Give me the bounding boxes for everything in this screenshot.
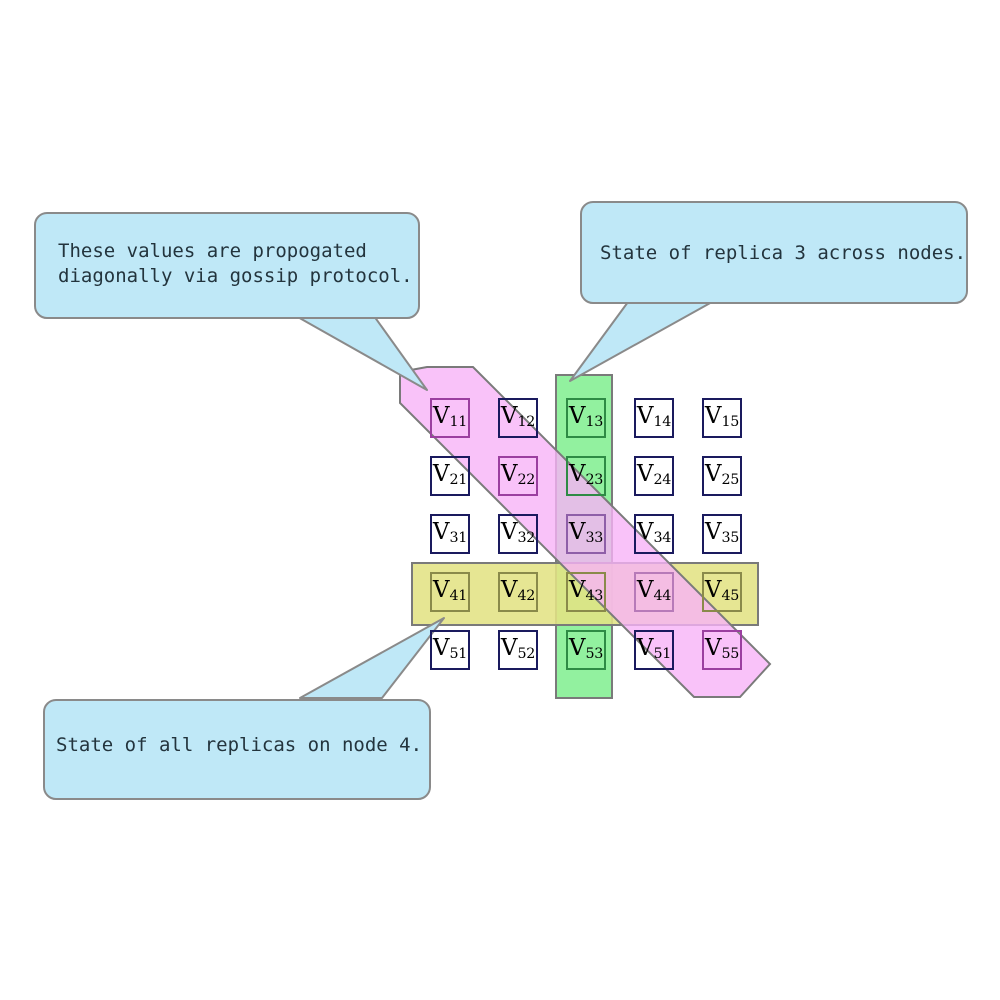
grid-cell-subscript: 11: [449, 413, 468, 430]
replica-callout[interactable]: [580, 201, 968, 304]
grid-cell-subscript: 44: [653, 587, 672, 604]
grid-cell-v35[interactable]: V35: [702, 514, 742, 554]
grid-cell-v52[interactable]: V52: [498, 630, 538, 670]
grid-cell-subscript: 35: [721, 529, 740, 546]
grid-cell-subscript: 55: [721, 645, 740, 662]
grid-cell-subscript: 53: [585, 645, 604, 662]
grid-cell-v21[interactable]: V21: [430, 456, 470, 496]
grid-cell-subscript: 23: [585, 471, 604, 488]
replica-callout-tail: [569, 301, 713, 382]
grid-cell-v44[interactable]: V44: [634, 572, 674, 612]
grid-cell-v31[interactable]: V31: [430, 514, 470, 554]
grid-cell-v12[interactable]: V12: [498, 398, 538, 438]
grid-cell-v51[interactable]: V51: [430, 630, 470, 670]
grid-cell-v45[interactable]: V45: [702, 572, 742, 612]
grid-cell-label: V41: [432, 576, 468, 604]
grid-cell-v25[interactable]: V25: [702, 456, 742, 496]
grid-cell-label: V22: [500, 460, 536, 488]
grid-cell-v55[interactable]: V55: [702, 630, 742, 670]
grid-cell-label: V12: [500, 402, 536, 430]
grid-cell-label: V55: [704, 634, 740, 662]
grid-cell-label: V15: [704, 402, 740, 430]
grid-cell-subscript: 31: [449, 529, 468, 546]
grid-cell-label: V51: [432, 634, 468, 662]
grid-cell-label: V14: [636, 402, 672, 430]
node-callout[interactable]: [43, 699, 431, 800]
node-callout-tail: [299, 617, 445, 699]
grid-cell-label: V35: [704, 518, 740, 546]
grid-cell-subscript: 12: [517, 413, 536, 430]
grid-cell-label: V13: [568, 402, 604, 430]
grid-cell-v41[interactable]: V41: [430, 572, 470, 612]
gossip-callout-tail: [295, 315, 428, 391]
grid-cell-label: V24: [636, 460, 672, 488]
grid-cell-v22[interactable]: V22: [498, 456, 538, 496]
grid-cell-subscript: 21: [449, 471, 468, 488]
callout-layer: [34, 201, 968, 800]
grid-cell-v14[interactable]: V14: [634, 398, 674, 438]
grid-cell-subscript: 13: [585, 413, 604, 430]
grid-cell-subscript: 43: [585, 587, 604, 604]
grid-cell-subscript: 25: [721, 471, 740, 488]
grid-cell-subscript: 51: [449, 645, 468, 662]
grid-cell-v13[interactable]: V13: [566, 398, 606, 438]
grid-cell-label: V52: [500, 634, 536, 662]
gossip-diagonal-band[interactable]: [399, 366, 772, 698]
grid-cell-label: V34: [636, 518, 672, 546]
grid-cell-v23[interactable]: V23: [566, 456, 606, 496]
grid-cell-subscript: 45: [721, 587, 740, 604]
grid-cell-v43[interactable]: V43: [566, 572, 606, 612]
grid-cell-v53[interactable]: V53: [566, 630, 606, 670]
grid-cell-label: V53: [568, 634, 604, 662]
grid-cell-v42[interactable]: V42: [498, 572, 538, 612]
grid-cell-label: V33: [568, 518, 604, 546]
grid-cell-subscript: 32: [517, 529, 536, 546]
grid-cell-subscript: 33: [585, 529, 604, 546]
grid-cell-label: V32: [500, 518, 536, 546]
grid-cell-v51[interactable]: V51: [634, 630, 674, 670]
grid-cell-v32[interactable]: V32: [498, 514, 538, 554]
grid-cell-subscript: 42: [517, 587, 536, 604]
grid-cell-subscript: 34: [653, 529, 672, 546]
grid-cell-v33[interactable]: V33: [566, 514, 606, 554]
grid-cell-label: V25: [704, 460, 740, 488]
grid-cell-subscript: 24: [653, 471, 672, 488]
grid-cell-label: V44: [636, 576, 672, 604]
grid-cell-label: V21: [432, 460, 468, 488]
grid-cell-subscript: 51: [653, 645, 672, 662]
grid-cell-subscript: 41: [449, 587, 468, 604]
grid-cell-subscript: 22: [517, 471, 536, 488]
grid-cell-subscript: 15: [721, 413, 740, 430]
gossip-callout[interactable]: [34, 212, 420, 319]
grid-cell-label: V23: [568, 460, 604, 488]
grid-cell-subscript: 14: [653, 413, 672, 430]
grid-cell-label: V43: [568, 576, 604, 604]
grid-cell-v15[interactable]: V15: [702, 398, 742, 438]
grid-cell-v24[interactable]: V24: [634, 456, 674, 496]
grid-cell-subscript: 52: [517, 645, 536, 662]
grid-cell-label: V31: [432, 518, 468, 546]
grid-cell-label: V51: [636, 634, 672, 662]
grid-cell-v34[interactable]: V34: [634, 514, 674, 554]
grid-cell-label: V42: [500, 576, 536, 604]
grid-cell-label: V11: [432, 402, 468, 430]
grid-cell-v11[interactable]: V11: [430, 398, 470, 438]
grid-cell-label: V45: [704, 576, 740, 604]
